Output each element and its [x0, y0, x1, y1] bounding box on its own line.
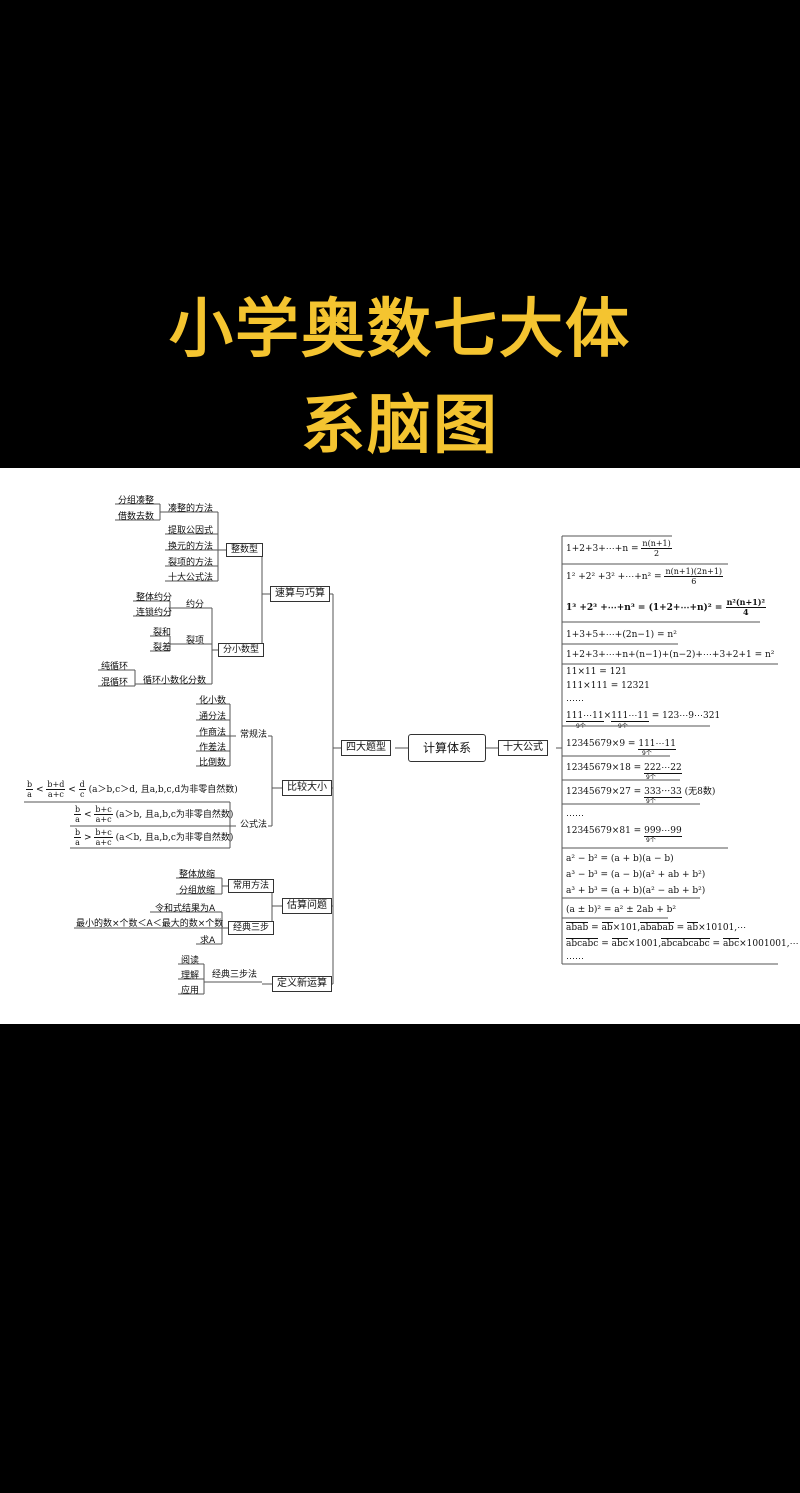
- item-mixed-repeat: 混循环: [101, 678, 129, 688]
- item-group-round: 分组凑整: [118, 496, 155, 506]
- item-round-method: 凑整的方法: [168, 504, 214, 514]
- item-split-term: 裂项的方法: [168, 558, 214, 568]
- item-bound-a: 最小的数×个数＜A＜最大的数×个数: [76, 919, 224, 929]
- item-borrow-number: 借数去数: [118, 512, 155, 522]
- formula-12345679x18: 12345679×18 = 222⋯22: [566, 763, 682, 774]
- formula-repunit-square: 111⋯11×111⋯11 = 123⋯9⋯321: [566, 711, 721, 722]
- formula-111x111: 111×111 = 12321: [566, 681, 650, 691]
- formula-sum-n: 1+2+3+⋯+n = n(n+1)2: [566, 539, 672, 558]
- formula-x18-sub: 9个: [646, 774, 656, 781]
- mind-map-panel: 计算体系 四大题型 十大公式 速算与巧算 比较大小 估算问题 定义新运算 整数型…: [0, 468, 800, 1024]
- formula-repunit-sub-a: 9个: [576, 723, 586, 730]
- center-node: 计算体系: [408, 734, 486, 762]
- category-quick-calc: 速算与巧算: [270, 586, 330, 602]
- item-find-a: 求A: [200, 936, 216, 946]
- item-repeating-decimal: 循环小数化分数: [143, 676, 207, 686]
- formula-square-binomial: (a ± b)² = a² ± 2ab + b²: [566, 905, 677, 915]
- item-ten-formulas: 十大公式法: [168, 573, 214, 583]
- category-compare-size: 比较大小: [282, 780, 332, 796]
- formula-x27-sub: 9个: [646, 798, 656, 805]
- poster-title-line2: 系脑图: [301, 389, 499, 463]
- formula-diff-cubes: a³ − b³ = (a − b)(a² + ab + b²): [566, 870, 706, 880]
- poster-title-line1: 小学奥数七大体: [169, 293, 631, 367]
- formula-abab: abab = ab×101,ababab = ab×10101,⋯: [566, 922, 747, 933]
- formula-12345679x9: 12345679×9 = 111⋯11: [566, 739, 676, 750]
- category-new-operation: 定义新运算: [272, 976, 332, 992]
- formula-ellipsis-3: ⋯⋯: [566, 954, 584, 964]
- category-estimation: 估算问题: [282, 898, 332, 914]
- item-split: 裂项: [186, 636, 205, 646]
- item-whole-scale: 整体放缩: [179, 870, 216, 880]
- item-reduce: 约分: [186, 600, 205, 610]
- formula-abcabc: abcabc = abc×1001,abcabcabc = abc×100100…: [566, 938, 799, 949]
- item-apply: 应用: [181, 986, 200, 996]
- item-chain-reduce: 连锁约分: [136, 608, 173, 618]
- sub-formula-method: 公式法: [240, 820, 268, 830]
- ten-formulas-node: 十大公式: [498, 740, 548, 756]
- formula-11x11: 11×11 = 121: [566, 667, 627, 677]
- item-split-diff: 裂差: [153, 643, 172, 653]
- item-group-scale: 分组放缩: [179, 886, 216, 896]
- formula-odd-sum: 1+3+5+⋯+(2n−1) = n²: [566, 630, 677, 640]
- formula-x81-sub: 9个: [646, 837, 656, 844]
- formula-palindrome-sum: 1+2+3+⋯+n+(n−1)+(n−2)+⋯+3+2+1 = n²: [566, 650, 775, 660]
- sub-classic-three-steps: 经典三步: [228, 921, 275, 935]
- formula-repunit-sub-b: 9个: [618, 723, 628, 730]
- sub-integer-type: 整数型: [226, 543, 264, 557]
- formula-x9-sub: 9个: [642, 750, 652, 757]
- item-reciprocal: 比倒数: [199, 758, 227, 768]
- sub-fraction-decimal-type: 分小数型: [218, 643, 265, 657]
- item-understand: 理解: [181, 971, 200, 981]
- item-let-sum-a: 令和式结果为A: [155, 904, 216, 914]
- formula-diff-squares: a² − b² = (a + b)(a − b): [566, 854, 674, 864]
- item-substitution: 换元的方法: [168, 542, 214, 552]
- four-question-types-node: 四大题型: [341, 740, 391, 756]
- sub-common-method: 常用方法: [228, 879, 275, 893]
- item-pure-repeat: 纯循环: [101, 662, 129, 672]
- item-read: 阅读: [181, 956, 200, 966]
- formula-12345679x81: 12345679×81 = 999⋯99: [566, 826, 682, 837]
- formula-ellipsis-2: ⋯⋯: [566, 811, 584, 821]
- item-to-decimal: 化小数: [199, 696, 227, 706]
- item-difference-method: 作差法: [199, 743, 227, 753]
- formula-ellipsis-1: ⋯⋯: [566, 696, 584, 706]
- sub-regular-method: 常规法: [240, 730, 268, 740]
- item-whole-reduce: 整体约分: [136, 593, 173, 603]
- item-common-factor: 提取公因式: [168, 526, 214, 536]
- connector-lines: [24, 503, 778, 995]
- item-common-denominator: 通分法: [199, 712, 227, 722]
- formula-12345679x27: 12345679×27 = 333⋯33 (无8数): [566, 787, 716, 798]
- item-quotient-method: 作商法: [199, 728, 227, 738]
- formula-sum-squares: 1² +2² +3² +⋯+n² = n(n+1)(2n+1)6: [566, 567, 724, 586]
- item-split-sum: 裂和: [153, 628, 172, 638]
- sub-classic-three-steps-method: 经典三步法: [212, 970, 258, 980]
- formula-sum-cubes-factor: a³ + b³ = (a + b)(a² − ab + b²): [566, 886, 706, 896]
